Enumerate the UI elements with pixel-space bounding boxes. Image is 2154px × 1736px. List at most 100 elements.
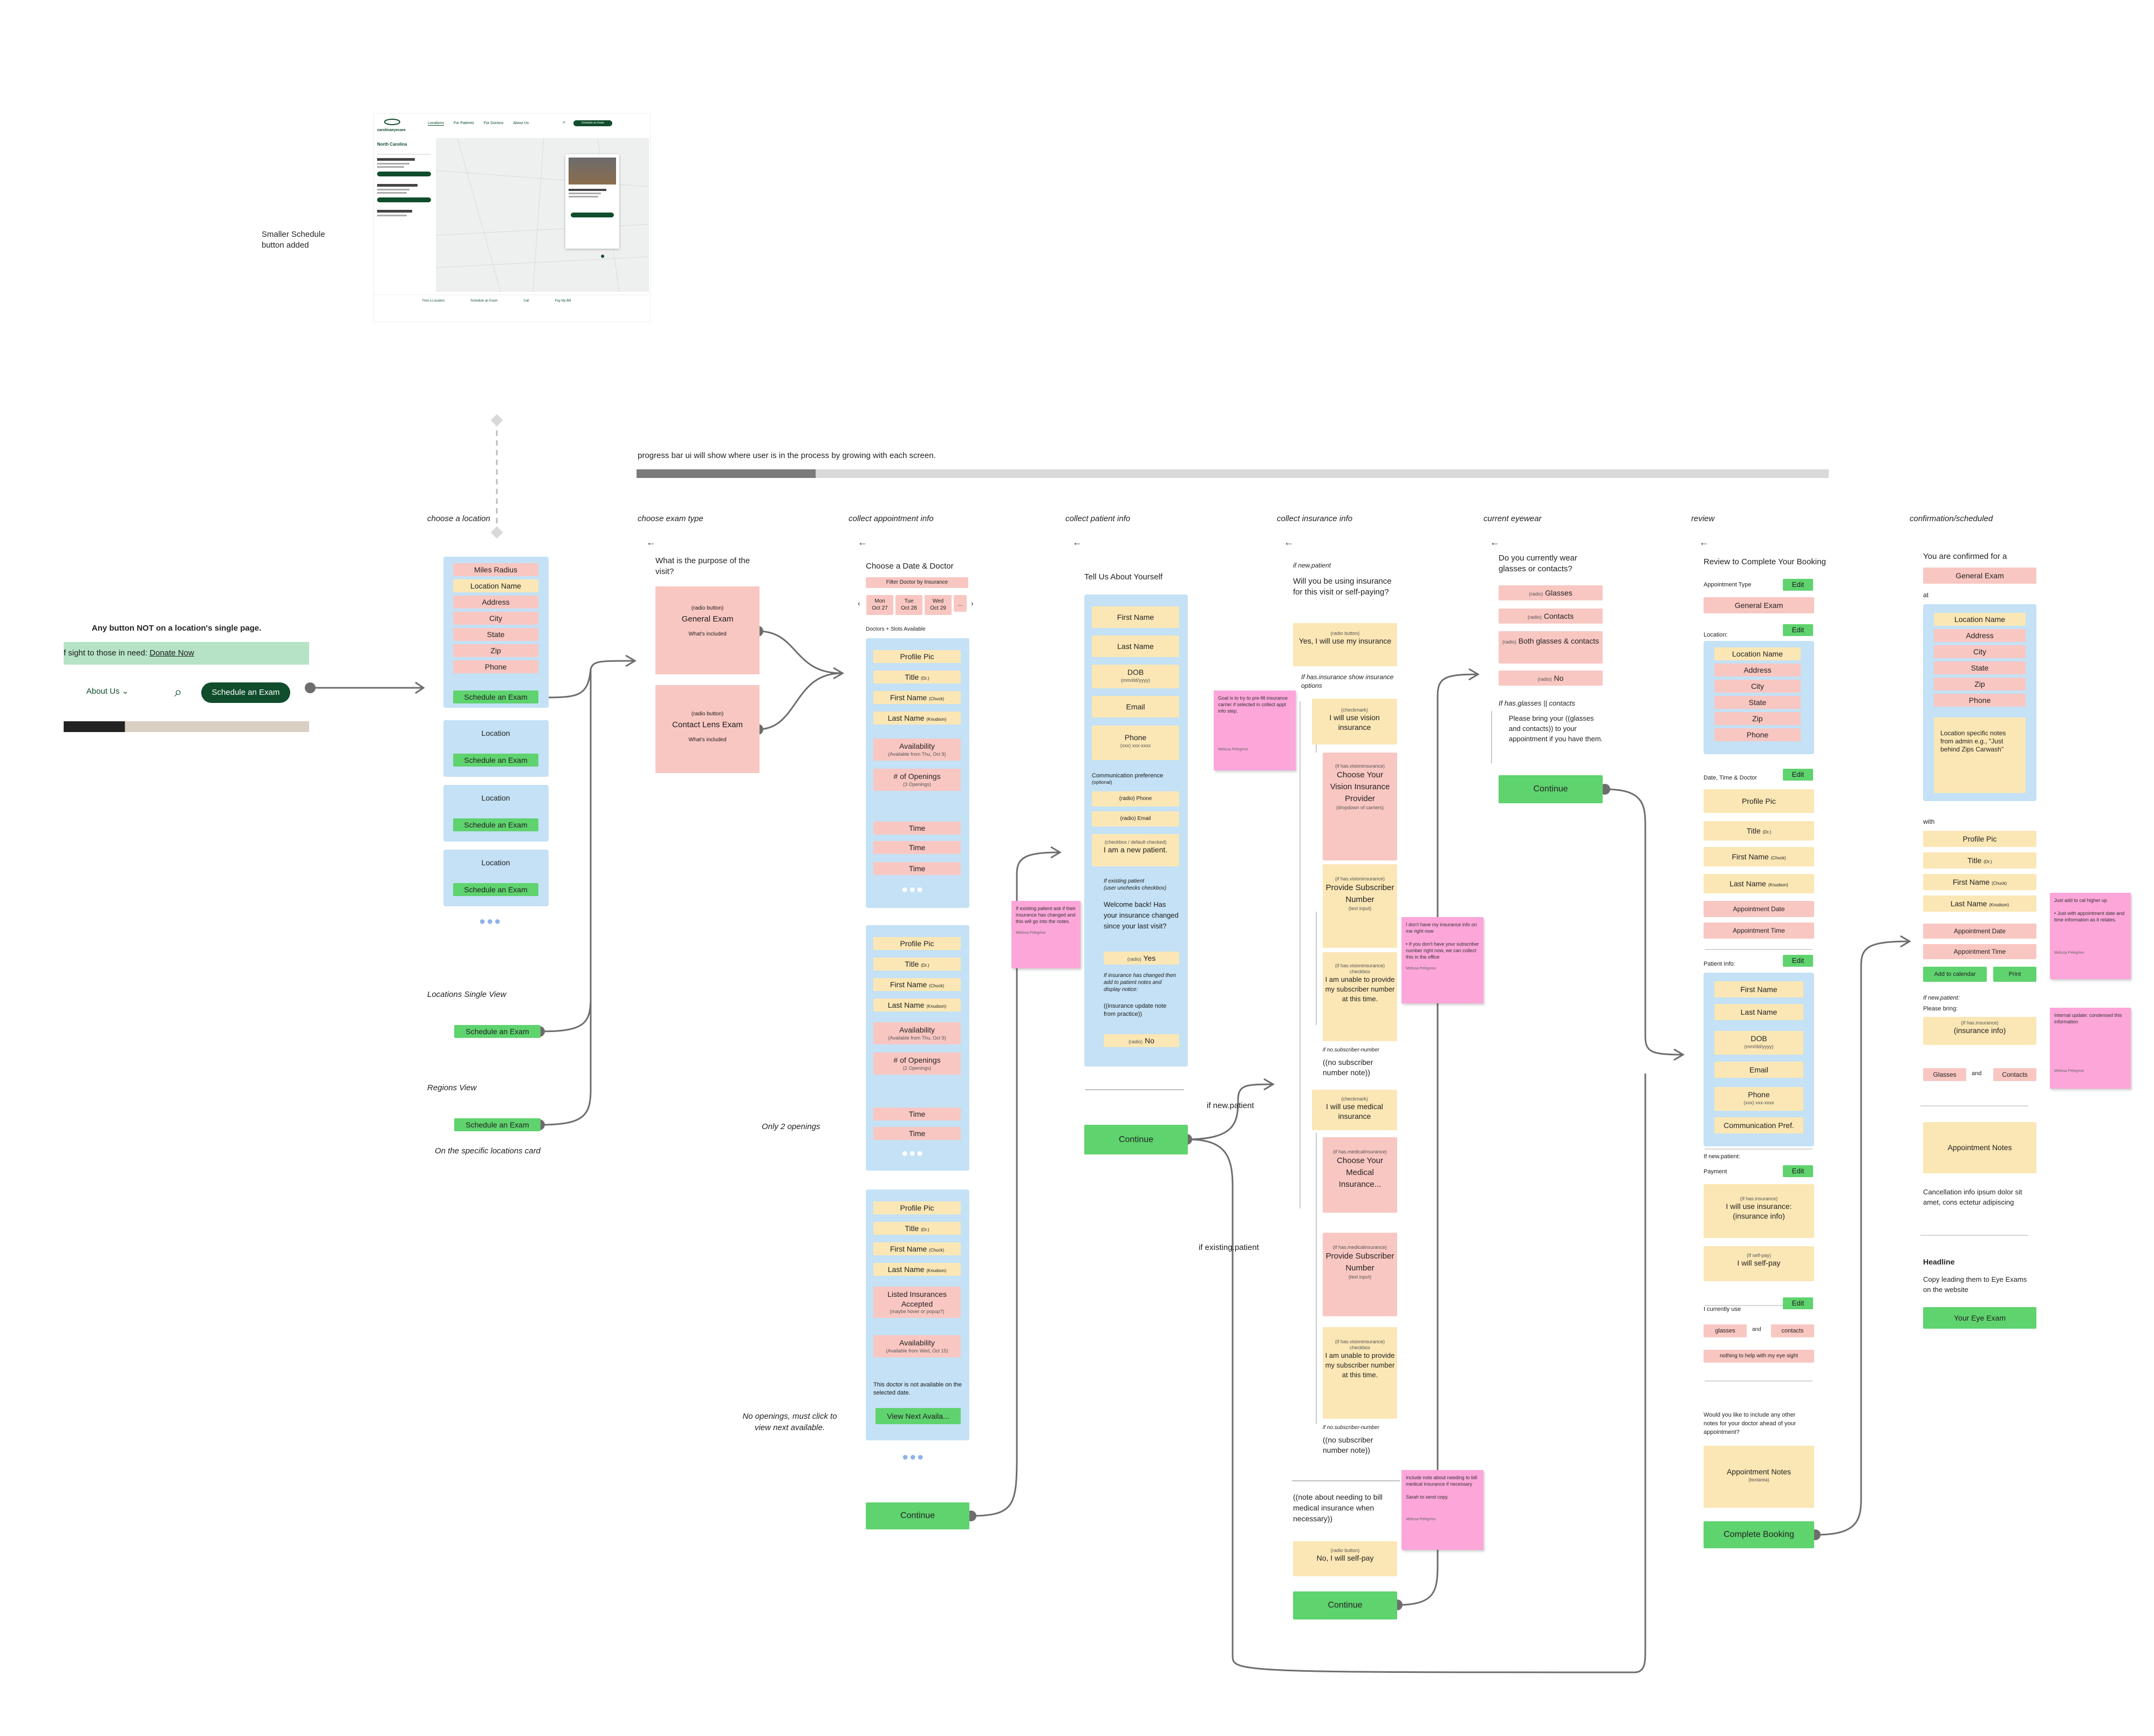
time-slot[interactable]: Time bbox=[873, 841, 961, 854]
filter-insurance-button[interactable]: Filter Doctor by Insurance bbox=[866, 577, 968, 588]
regions-view-schedule-button[interactable]: Schedule an Exam bbox=[454, 1118, 541, 1131]
doc-last-name: Last Name (Knudson) bbox=[873, 999, 961, 1011]
footer-find-location[interactable]: Find a Location bbox=[422, 299, 445, 303]
radio-no[interactable]: (radio) No bbox=[1104, 1034, 1179, 1047]
footer-pay-bill[interactable]: Pay My Bill bbox=[555, 299, 571, 303]
patient-phone-input[interactable]: Phone(xxx) xxx-xxxx bbox=[1092, 726, 1179, 760]
map-popup-card[interactable] bbox=[565, 154, 619, 249]
list-schedule-button[interactable] bbox=[377, 197, 431, 202]
add-to-calendar-button[interactable]: Add to calendar bbox=[1923, 967, 1987, 982]
more-doctors-dots[interactable]: ●●● bbox=[902, 1451, 925, 1463]
edit-location-button[interactable]: Edit bbox=[1783, 624, 1813, 636]
eyewear-continue-button[interactable]: Continue bbox=[1499, 775, 1603, 803]
review-contacts: contacts bbox=[1771, 1324, 1814, 1337]
vision-provider-dropdown[interactable]: (if has.visioninsurance)Choose Your Visi… bbox=[1323, 753, 1397, 860]
print-button[interactable]: Print bbox=[1993, 967, 2036, 982]
nav-locations[interactable]: Locations bbox=[428, 121, 444, 126]
patient-first-name-input[interactable]: First Name bbox=[1092, 606, 1179, 628]
nav-patients[interactable]: For Patients bbox=[453, 121, 474, 125]
no-subscriber-note: ((no subscriber number note)) bbox=[1323, 1058, 1373, 1077]
patient-dob-input[interactable]: DOB(mm/dd/yyyy) bbox=[1092, 665, 1179, 688]
footer-schedule[interactable]: Schedule an Exam bbox=[470, 299, 498, 303]
footer-call[interactable]: Call bbox=[523, 299, 529, 303]
time-slot[interactable]: Time bbox=[873, 1127, 961, 1140]
insurance-yes-option[interactable]: (radio button)Yes, I will use my insuran… bbox=[1293, 623, 1397, 666]
radio-phone[interactable]: (radio) Phone bbox=[1092, 791, 1179, 807]
more-slots-dots[interactable]: ●●● bbox=[901, 884, 925, 896]
radio-tag: (radio button) bbox=[1330, 1548, 1360, 1553]
eyewear-both-option[interactable]: (radio) Both glasses & contacts bbox=[1499, 631, 1603, 664]
radio-yes[interactable]: (radio) Yes bbox=[1104, 952, 1179, 965]
patient-email-input[interactable]: Email bbox=[1092, 696, 1179, 717]
search-icon[interactable]: ⌕ bbox=[563, 119, 566, 125]
view-next-button[interactable]: View Next Availa... bbox=[876, 1408, 961, 1424]
edit-payment-button[interactable]: Edit bbox=[1783, 1165, 1813, 1177]
header-cta-button[interactable]: Schedule an Exam bbox=[573, 120, 612, 126]
donate-link[interactable]: Donate Now bbox=[149, 648, 194, 658]
back-arrow-icon[interactable]: ← bbox=[1072, 537, 1082, 548]
list-schedule-button[interactable] bbox=[377, 172, 431, 176]
date-option-more[interactable]: ... bbox=[954, 595, 967, 612]
nav-doctors[interactable]: For Doctors bbox=[483, 121, 504, 125]
back-arrow-icon[interactable]: ← bbox=[858, 537, 867, 548]
insurance-continue-button[interactable]: Continue bbox=[1293, 1591, 1397, 1619]
new-patient-checkbox[interactable]: (checkbox / default checked)I am a new p… bbox=[1092, 834, 1179, 866]
map-area[interactable]: ● bbox=[435, 138, 649, 292]
map-pin-icon[interactable]: ● bbox=[600, 251, 605, 260]
date-prev-icon[interactable]: ‹ bbox=[858, 599, 860, 607]
date-next-icon[interactable]: › bbox=[971, 599, 974, 607]
medical-provider-dropdown[interactable]: (if has.medicalinsurance)Choose Your Med… bbox=[1323, 1137, 1397, 1213]
single-view-schedule-button[interactable]: Schedule an Exam bbox=[454, 1025, 541, 1038]
review-date-doctor-label: Date, Time & Doctor bbox=[1704, 775, 1758, 781]
exam-option-general[interactable]: (radio button) General Exam What's inclu… bbox=[655, 586, 760, 674]
time-slot[interactable]: Time bbox=[873, 862, 961, 875]
appt-continue-button[interactable]: Continue bbox=[866, 1502, 969, 1529]
review-and: and bbox=[1752, 1327, 1761, 1332]
review-notes-textarea[interactable]: Appointment Notes(textarea) bbox=[1704, 1446, 1814, 1508]
location-label: Location bbox=[481, 729, 510, 737]
radio-email[interactable]: (radio) Email bbox=[1092, 811, 1179, 826]
complete-booking-button[interactable]: Complete Booking bbox=[1704, 1521, 1814, 1548]
eyewear-no-option[interactable]: (radio) No bbox=[1499, 671, 1603, 686]
your-eye-exam-button[interactable]: Your Eye Exam bbox=[1923, 1307, 2036, 1329]
back-arrow-icon[interactable]: ← bbox=[1490, 537, 1500, 548]
exam-option-contact-lens[interactable]: (radio button) Contact Lens Exam What's … bbox=[655, 685, 760, 773]
medical-insurance-checkbox[interactable]: (checkmark)I will use medical insurance bbox=[1312, 1090, 1397, 1130]
edit-patient-button[interactable]: Edit bbox=[1783, 955, 1813, 967]
left-nav-about[interactable]: About Us ⌄ bbox=[86, 686, 128, 696]
vision-insurance-checkbox[interactable]: (checkmark)I will use vision insurance bbox=[1312, 699, 1397, 744]
search-icon[interactable]: ⌕ bbox=[174, 684, 182, 700]
schedule-exam-button[interactable]: Schedule an Exam bbox=[453, 818, 538, 831]
vision-subscriber-input[interactable]: (if has.visioninsurance)Provide Subscrib… bbox=[1323, 864, 1397, 948]
time-slot[interactable]: Time bbox=[873, 822, 961, 835]
left-cta-button[interactable]: Schedule an Exam bbox=[201, 682, 290, 703]
back-arrow-icon[interactable]: ← bbox=[1284, 537, 1294, 548]
more-slots-dots[interactable]: ●●● bbox=[901, 1147, 925, 1159]
patient-continue-button[interactable]: Continue bbox=[1084, 1125, 1188, 1154]
eyewear-contacts-option[interactable]: (radio) Contacts bbox=[1499, 609, 1603, 624]
schedule-exam-button[interactable]: Schedule an Exam bbox=[453, 691, 538, 703]
popup-schedule-button[interactable] bbox=[571, 213, 614, 217]
back-arrow-icon[interactable]: ← bbox=[1699, 537, 1709, 548]
back-arrow-icon[interactable]: ← bbox=[646, 537, 656, 548]
brand-logo[interactable]: carolinaeyecare bbox=[377, 118, 407, 132]
review-self-pay: (If self-pay)I will self-pay bbox=[1704, 1246, 1814, 1281]
schedule-exam-button[interactable]: Schedule an Exam bbox=[453, 754, 538, 767]
schedule-exam-button[interactable]: Schedule an Exam bbox=[453, 883, 538, 896]
sticky-existing-insurance: If existing patient ask if their insuran… bbox=[1011, 901, 1081, 968]
self-pay-option[interactable]: (radio button)No, I will self-pay bbox=[1293, 1541, 1397, 1576]
patient-last-name-input[interactable]: Last Name bbox=[1092, 635, 1179, 657]
eyewear-glasses-option[interactable]: (radio) Glasses bbox=[1499, 585, 1603, 600]
medical-subscriber-input[interactable]: (if has.medicalinsurance)Provide Subscri… bbox=[1323, 1233, 1397, 1316]
nav-about[interactable]: About Us bbox=[513, 121, 529, 125]
edit-date-button[interactable]: Edit bbox=[1783, 769, 1813, 781]
edit-appt-type-button[interactable]: Edit bbox=[1783, 579, 1813, 591]
time-slot[interactable]: Time bbox=[873, 1108, 961, 1120]
edit-eyewear-button[interactable]: Edit bbox=[1783, 1297, 1813, 1309]
confirm-address: Address bbox=[1934, 629, 2026, 642]
